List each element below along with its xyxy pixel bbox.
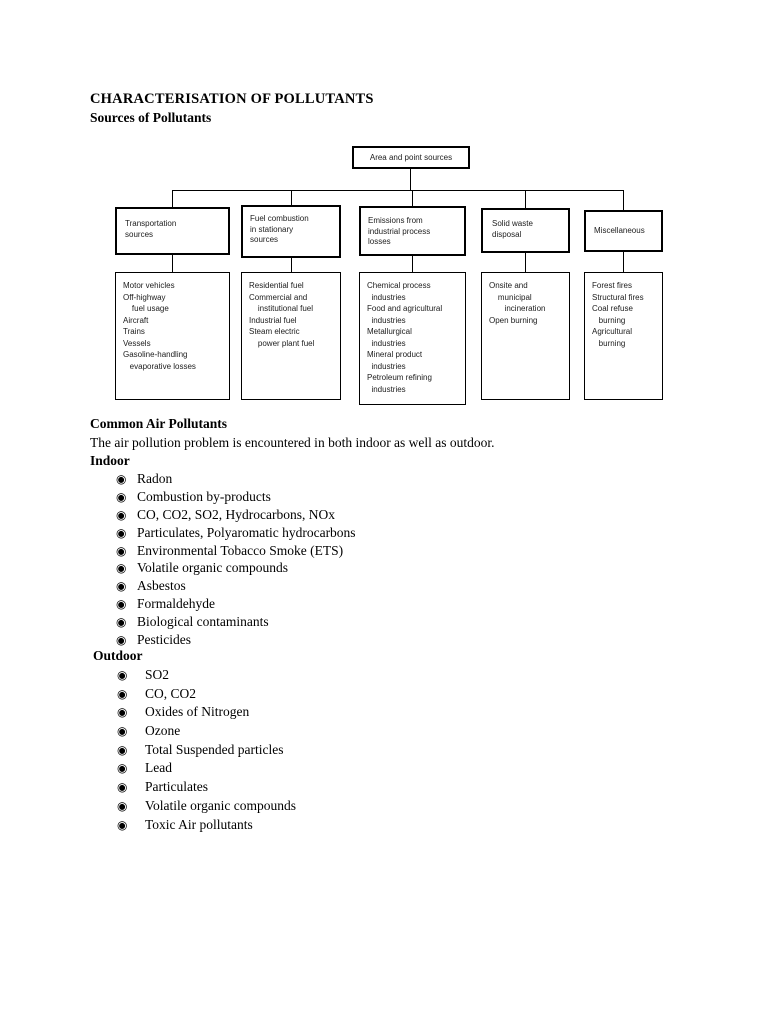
connector-line bbox=[412, 190, 413, 206]
indoor-list: ◉ Radon ◉ Combustion by-products ◉ CO, CO2, S… bbox=[116, 470, 356, 649]
diagram-category-box-transportation: Transportation sources bbox=[115, 207, 230, 255]
bullet-icon: ◉ bbox=[116, 507, 127, 522]
diagram-category-box-solid-waste: Solid waste disposal bbox=[481, 208, 570, 253]
list-item: ◉ Total Suspended particles bbox=[117, 741, 296, 760]
list-item-text: Particulates, Polyaromatic hydrocarbons bbox=[137, 524, 356, 540]
list-item-text: Particulates bbox=[145, 779, 208, 795]
section-heading-indoor: Indoor bbox=[90, 453, 130, 468]
diagram-detail-box-industrial-emissions: Chemical process industries Food and agr… bbox=[359, 272, 466, 405]
list-item-text: CO, CO2 bbox=[145, 685, 197, 701]
connector-line bbox=[291, 190, 292, 205]
list-item-text: Biological contaminants bbox=[137, 614, 269, 630]
diagram-detail-box-fuel-combustion: Residential fuel Commercial and institut… bbox=[241, 272, 341, 400]
bullet-icon: ◉ bbox=[117, 705, 128, 720]
list-item-text: Toxic Air pollutants bbox=[145, 816, 253, 832]
connector-line bbox=[172, 190, 624, 191]
diagram-detail-box-miscellaneous: Forest fires Structural fires Coal refus… bbox=[584, 272, 663, 400]
diagram-category-box-fuel-combustion: Fuel combustion in stationary sources bbox=[241, 205, 341, 258]
diagram-root-box: Area and point sources bbox=[352, 146, 470, 169]
list-item: ◉ Toxic Air pollutants bbox=[117, 816, 296, 835]
list-item-text: Volatile organic compounds bbox=[145, 797, 296, 813]
section-heading-outdoor: Outdoor bbox=[93, 648, 143, 663]
connector-line bbox=[623, 252, 624, 272]
list-item: ◉ Oxides of Nitrogen bbox=[117, 703, 296, 722]
list-item-text: Formaldehyde bbox=[137, 596, 215, 612]
bullet-icon: ◉ bbox=[117, 798, 128, 813]
bullet-icon: ◉ bbox=[117, 780, 128, 795]
diagram-detail-box-transportation: Motor vehicles Off-highway fuel usage Ai… bbox=[115, 272, 230, 400]
diagram-category-box-miscellaneous: Miscellaneous bbox=[584, 210, 663, 252]
bullet-icon: ◉ bbox=[116, 543, 127, 558]
connector-line bbox=[172, 255, 173, 272]
list-item-text: Oxides of Nitrogen bbox=[145, 704, 250, 720]
bullet-icon: ◉ bbox=[117, 686, 128, 701]
list-item: ◉ Combustion by-products bbox=[116, 488, 356, 506]
list-item-text: Lead bbox=[145, 760, 172, 776]
bullet-icon: ◉ bbox=[116, 579, 127, 594]
list-item: ◉ Radon bbox=[116, 470, 356, 488]
bullet-icon: ◉ bbox=[116, 561, 127, 576]
list-item-text: Environmental Tobacco Smoke (ETS) bbox=[137, 542, 344, 558]
list-item: ◉ CO, CO2, SO2, Hydrocarbons, NOx bbox=[116, 506, 356, 524]
list-item: ◉ Particulates bbox=[117, 778, 296, 797]
list-item: ◉ Volatile organic compounds bbox=[117, 797, 296, 816]
diagram-detail-box-solid-waste: Onsite and municipal incineration Open b… bbox=[481, 272, 570, 400]
list-item-text: CO, CO2, SO2, Hydrocarbons, NOx bbox=[137, 506, 335, 522]
bullet-icon: ◉ bbox=[117, 724, 128, 739]
section-heading-common-air-pollutants: Common Air Pollutants bbox=[90, 416, 228, 431]
list-item-text: SO2 bbox=[145, 667, 170, 682]
list-item: ◉ Asbestos bbox=[116, 577, 356, 595]
bullet-icon: ◉ bbox=[116, 633, 127, 648]
list-item-text: Total Suspended particles bbox=[145, 741, 284, 757]
bullet-icon: ◉ bbox=[116, 472, 127, 486]
intro-text: The air pollution problem is encountered… bbox=[90, 435, 495, 450]
connector-line bbox=[291, 258, 292, 272]
list-item-text: Combustion by-products bbox=[137, 488, 271, 504]
bullet-icon: ◉ bbox=[117, 742, 128, 757]
bullet-icon: ◉ bbox=[116, 597, 127, 612]
list-item: ◉ SO2 bbox=[117, 666, 296, 685]
list-item: ◉ Environmental Tobacco Smoke (ETS) bbox=[116, 542, 356, 560]
outdoor-list: ◉ SO2 ◉ CO, CO2 ◉ Oxides of Nitrogen ◉ Ozone ◉ To… bbox=[117, 666, 296, 834]
list-item-text: Asbestos bbox=[137, 578, 186, 594]
list-item: ◉ Formaldehyde bbox=[116, 595, 356, 613]
list-item: ◉ Pesticides bbox=[116, 631, 356, 649]
connector-line bbox=[525, 190, 526, 208]
connector-line bbox=[172, 190, 173, 207]
list-item-text: Radon bbox=[137, 471, 173, 486]
connector-line bbox=[410, 168, 411, 190]
list-item: ◉ Biological contaminants bbox=[116, 613, 356, 631]
bullet-icon: ◉ bbox=[116, 525, 127, 540]
list-item: ◉ Volatile organic compounds bbox=[116, 559, 356, 577]
bullet-icon: ◉ bbox=[117, 668, 128, 682]
bullet-icon: ◉ bbox=[117, 761, 128, 776]
page-title: CHARACTERISATION OF POLLUTANTS bbox=[90, 91, 374, 107]
diagram-category-box-industrial-emissions: Emissions from industrial process losses bbox=[359, 206, 466, 256]
bullet-icon: ◉ bbox=[116, 615, 127, 630]
connector-line bbox=[623, 190, 624, 210]
list-item-text: Volatile organic compounds bbox=[137, 560, 288, 576]
doc-subtitle: Sources of Pollutants bbox=[90, 110, 212, 125]
bullet-icon: ◉ bbox=[117, 817, 128, 832]
list-item-text: Ozone bbox=[145, 723, 181, 739]
connector-line bbox=[525, 253, 526, 272]
connector-line bbox=[412, 256, 413, 272]
bullet-icon: ◉ bbox=[116, 489, 127, 504]
list-item-text: Pesticides bbox=[137, 632, 191, 648]
list-item: ◉ Lead bbox=[117, 759, 296, 778]
list-item: ◉ Particulates, Polyaromatic hydrocarbons bbox=[116, 524, 356, 542]
list-item: ◉ Ozone bbox=[117, 722, 296, 741]
list-item: ◉ CO, CO2 bbox=[117, 685, 296, 704]
